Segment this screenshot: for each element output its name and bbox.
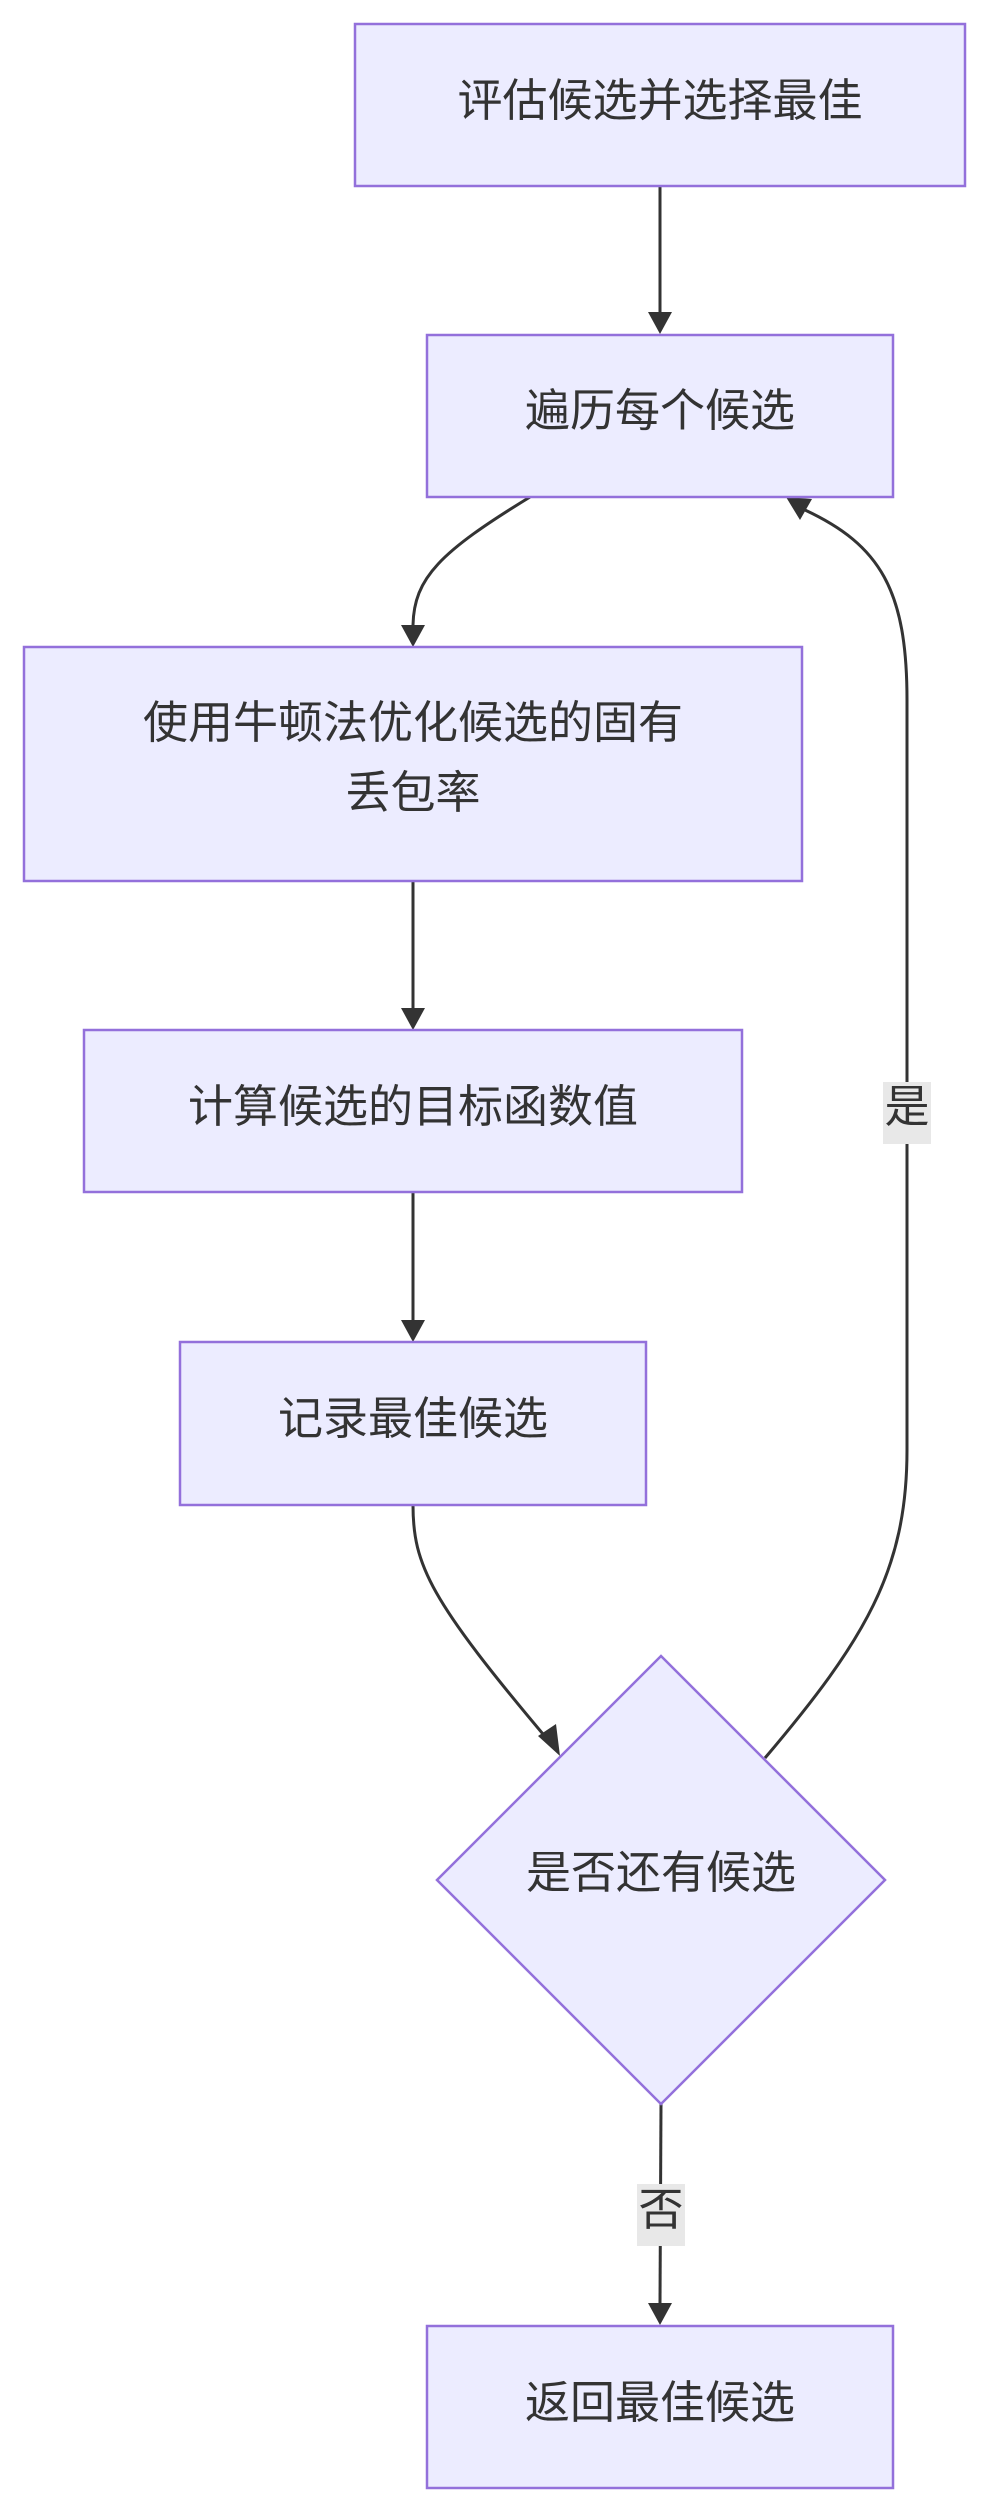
arrowhead-optimize [401,625,425,647]
arrowhead-iterate-loop [786,497,812,520]
node-compute-label: 计算候选的目标函数值 [188,1080,638,1133]
node-optimize-label-line1: 使用牛顿法优化候选的固有 [143,696,683,749]
arrowhead-return [648,2303,672,2325]
arrowhead-decision [538,1724,560,1756]
node-decision-label: 是否还有候选 [526,1846,796,1899]
node-evaluate-label: 评估候选并选择最佳 [457,74,862,127]
arrowhead-iterate [648,312,672,334]
node-iterate-label: 遍历每个候选 [525,384,795,437]
edge-label-yes: 是 [883,1080,931,1144]
arrowhead-compute [401,1008,425,1030]
node-decision: 是否还有候选 [435,1654,887,2106]
node-return-best-label: 返回最佳候选 [525,2376,795,2429]
node-optimize: 使用牛顿法优化候选的固有 丢包率 [22,645,804,883]
edge-label-no: 否 [637,2183,685,2246]
edge-iterate-to-optimize [411,495,531,626]
arrowhead-record [401,1320,425,1342]
node-optimize-label-line2: 丢包率 [345,766,480,819]
node-iterate: 遍历每个候选 [425,333,895,499]
node-record: 记录最佳候选 [178,1340,648,1507]
edge-label-no-text: 否 [638,2183,683,2236]
node-evaluate: 评估候选并选择最佳 [353,22,967,188]
node-record-label: 记录最佳候选 [278,1392,548,1445]
node-compute: 计算候选的目标函数值 [82,1028,744,1194]
edge-record-to-decision [411,1504,550,1741]
node-return-best: 返回最佳候选 [425,2324,895,2490]
edge-label-yes-text: 是 [884,1080,929,1133]
edge-decision-to-iterate [763,508,909,1759]
